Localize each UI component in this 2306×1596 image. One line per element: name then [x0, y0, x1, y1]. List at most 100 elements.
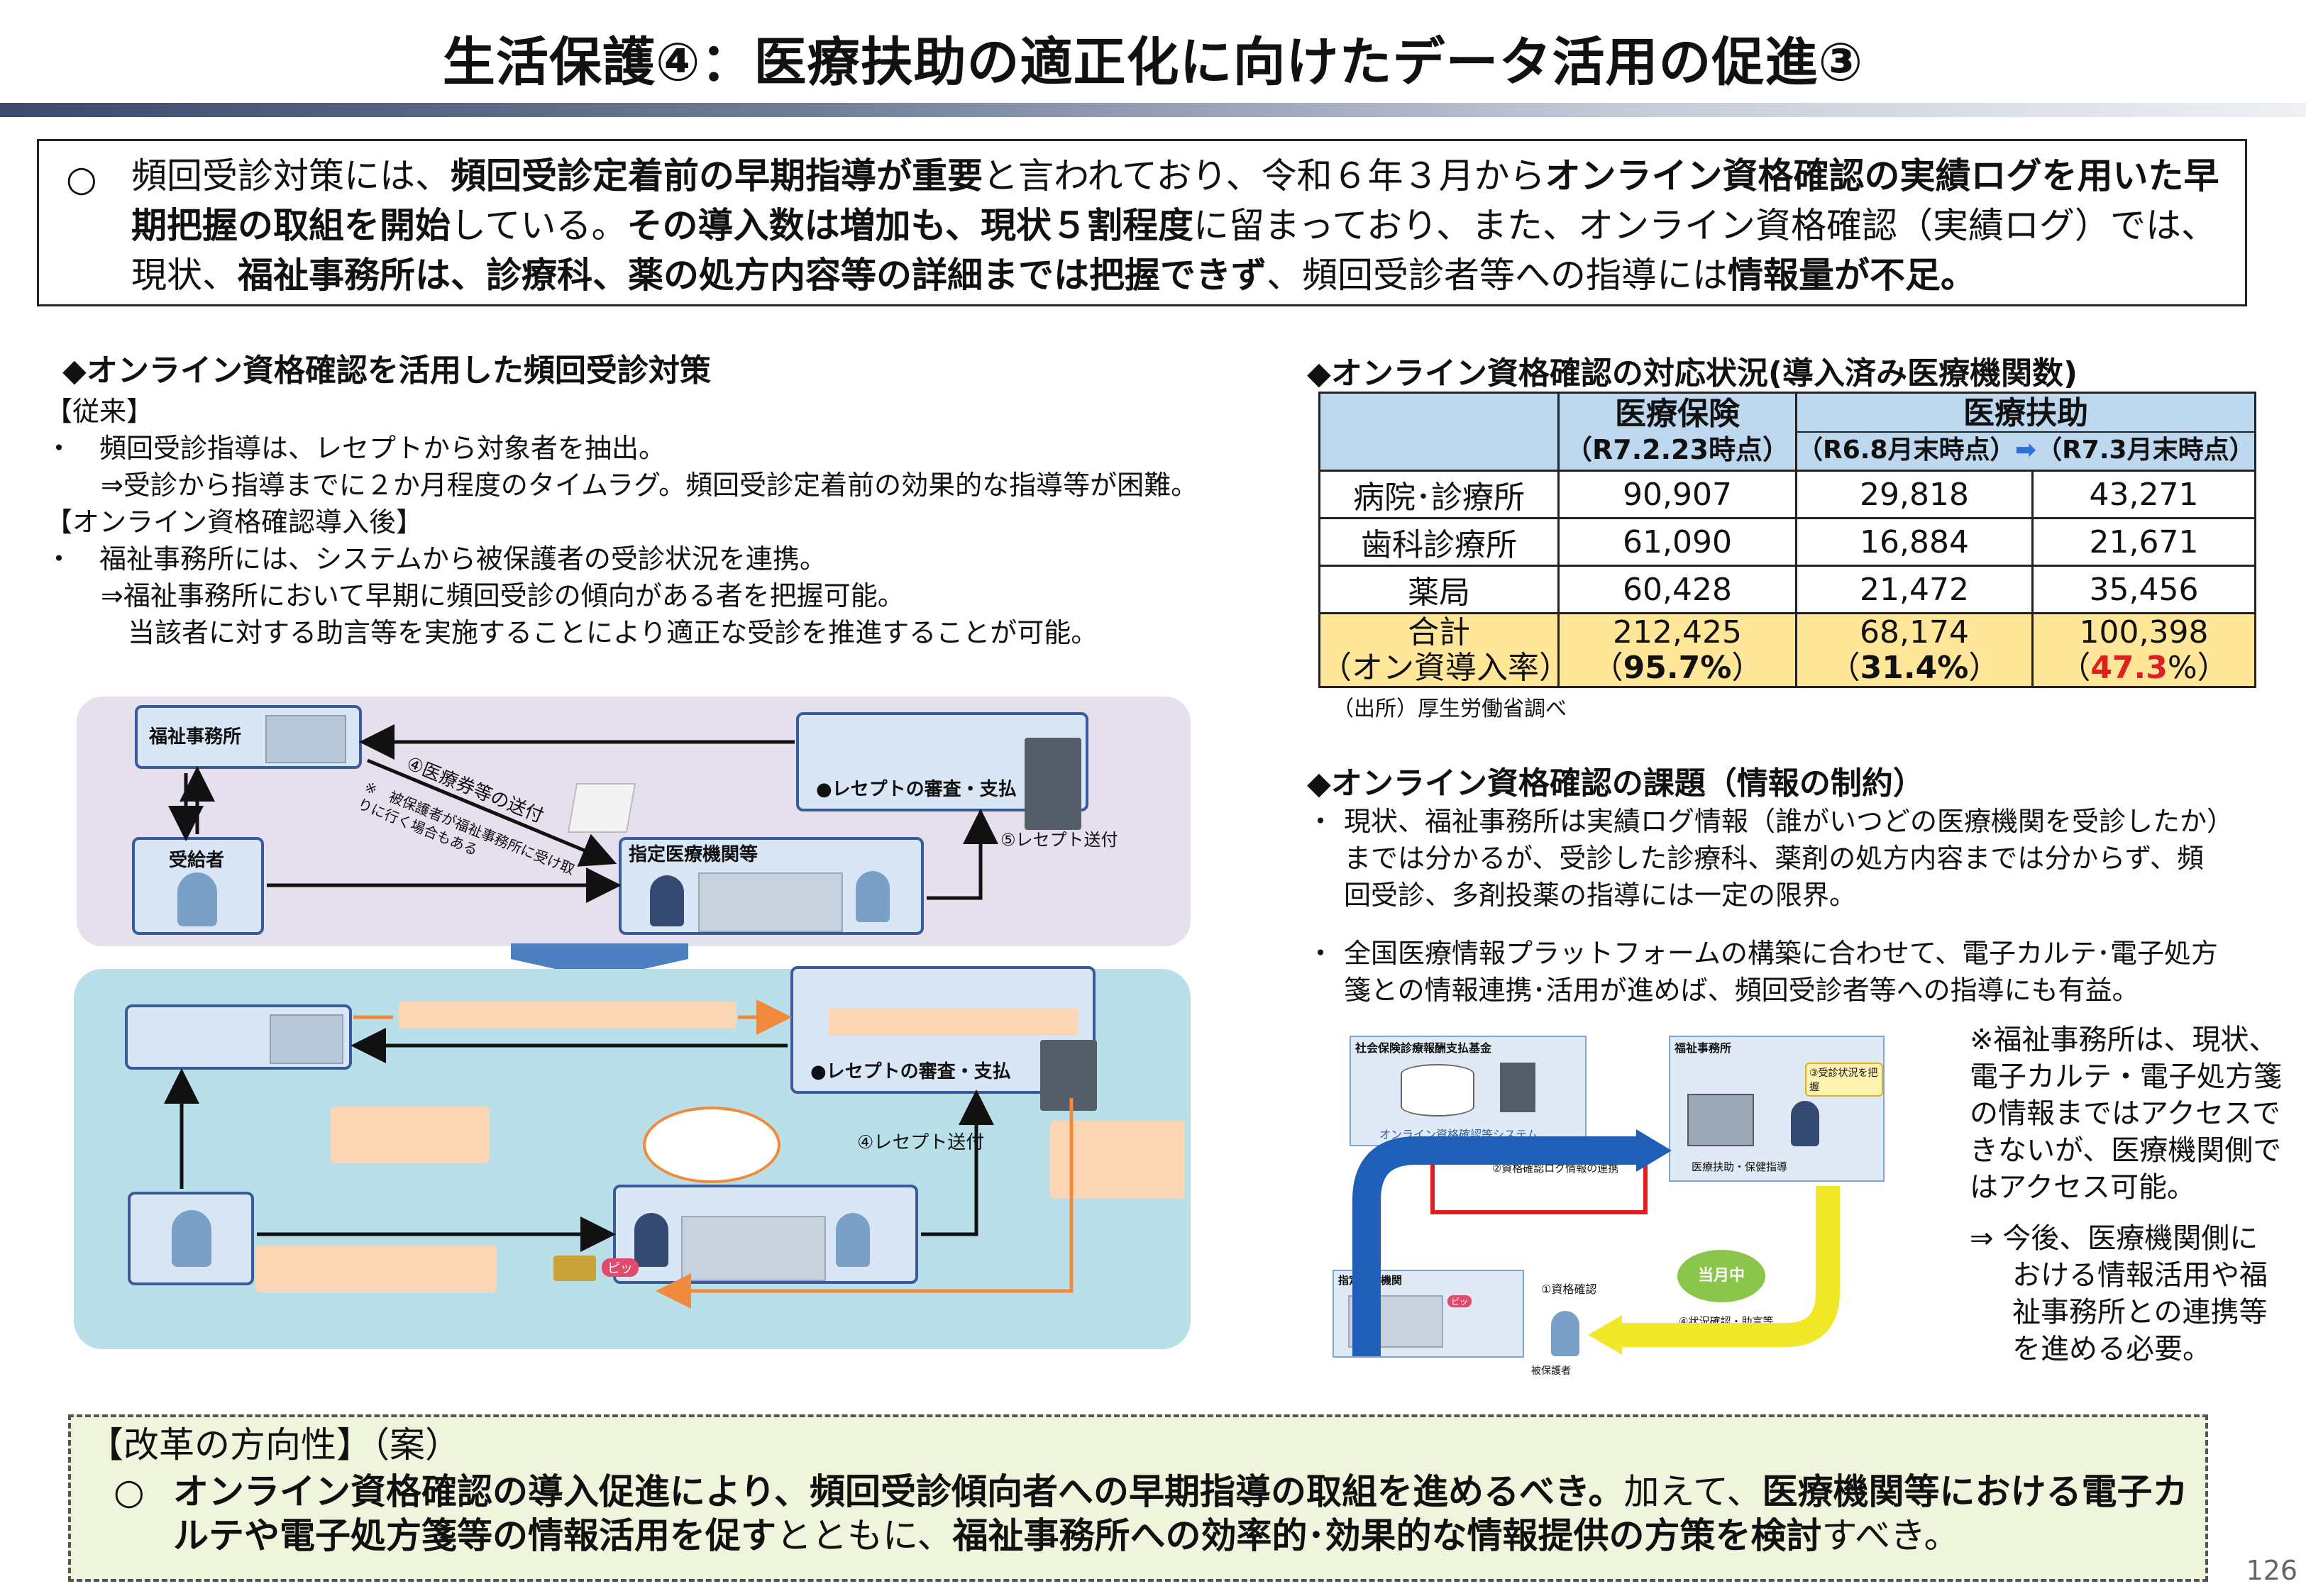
cell-aid-r6: 29,818	[1795, 470, 2034, 519]
review-org-box-2: ●レセプトの審査・支払	[790, 966, 1096, 1094]
fund-box: 社会保険診療報酬支払基金 オンライン資格確認等システム	[1350, 1036, 1587, 1146]
summary-text: 頻回受診対策には、頻回受診定着前の早期指導が重要と言われており、令和６年３月から…	[75, 151, 2224, 300]
total-insurance-value: 212,425	[1613, 614, 1742, 650]
issues-bullet-2: ・ 全国医療情報プラットフォームの構築に合わせて、電子カルテ･電子処方箋との情報…	[1307, 935, 2222, 1009]
medical-institution-box-2	[613, 1185, 918, 1284]
aid-date-1: （R6.8月末時点）	[1797, 435, 2016, 465]
recipient-icon	[1551, 1311, 1579, 1356]
welfare-box: 福祉事務所 ③受診状況を把握 医療扶助・保健指導	[1669, 1036, 1885, 1182]
col-insurance-date: （R7.2.23時点）	[1565, 433, 1789, 465]
table-row: 薬局 60,428 21,472 35,456	[1318, 565, 2256, 614]
step4-receipt-label: ④レセプト送付	[857, 1132, 985, 1153]
issues-bullet-1: ・ 現状、福祉事務所は実績ログ情報（誰がいつどの医療機関を受診したか）までは分か…	[1307, 803, 2222, 914]
cell-insurance: 90,907	[1557, 470, 1797, 519]
left-line: 当該者に対する助言等を実施することにより適正な受診を推進することが可能。	[74, 617, 1098, 648]
pc-label: 医療扶助・保健指導	[1692, 1160, 1788, 1173]
page-number: 126	[2246, 1555, 2297, 1586]
left-text-block: 【従来】 ・ 頻回受診指導は、レセプトから対象者を抽出。 ⇒受診から指導までに２…	[45, 393, 1266, 651]
table-header-row: 医療保険 （R7.2.23時点） 医療扶助 （R6.8月末時点） ➡ （R7.3…	[1318, 392, 2256, 472]
table-heading: ◆オンライン資格確認の対応状況(導入済み医療機関数)	[1307, 355, 2078, 392]
total-label: 合計 （オン資導入率）	[1318, 612, 1570, 688]
reform-part: とともに、	[776, 1515, 953, 1556]
left-heading: ◆オンライン資格確認を活用した頻回受診対策	[62, 353, 711, 389]
next-steps-text: ⇒ 今後、医療機関側における情報活用や福祉事務所との連携等を進める必要。	[1970, 1222, 2268, 1365]
paren: （	[2059, 649, 2091, 686]
summary-part: 、頻回受診者等への指導には	[1267, 255, 1728, 296]
summary-box: ○ 頻回受診対策には、頻回受診定着前の早期指導が重要と言われており、令和６年３月…	[37, 139, 2247, 306]
same-month-badge: 当月中	[1677, 1250, 1765, 1302]
bullet-dot: ・	[1307, 938, 1335, 969]
left-line: 【オンライン資格確認導入後】	[45, 506, 424, 538]
reform-part-bold: 医療機関等における電子カルテや電子処方箋等の情報活用を促す	[173, 1471, 2188, 1556]
medical-institution-label: 指定医療機関等	[629, 844, 758, 865]
aid-date-2: （R7.3月末時点）	[2036, 435, 2255, 465]
doctor-icon	[650, 875, 684, 926]
cell-insurance: 60,428	[1557, 565, 1797, 614]
reform-heading: 【改革の方向性】（案）	[88, 1424, 460, 1465]
total-label-1: 合計	[1408, 614, 1470, 650]
welfare-office-box: 福祉事務所	[135, 705, 362, 769]
database-icon	[1401, 1064, 1474, 1116]
col-aid-header: 医療扶助 （R6.8月末時点） ➡ （R7.3月末時点）	[1795, 392, 2256, 472]
paren: ）	[1731, 649, 1763, 686]
paren: %）	[2167, 649, 2229, 686]
summary-part-bold: その導入数は増加も、現状５割程度	[627, 205, 1194, 246]
table-total-row: 合計 （オン資導入率） 212,425 （95.7%） 68,174 （31.4…	[1318, 612, 2256, 688]
status-table: 医療保険 （R7.2.23時点） 医療扶助 （R6.8月末時点） ➡ （R7.3…	[1318, 392, 2256, 688]
office-building-icon	[270, 1014, 343, 1064]
reform-part: すべき。	[1821, 1515, 1960, 1556]
caseworker-icon	[1791, 1101, 1819, 1146]
server-building-icon	[1025, 738, 1081, 830]
left-line: 【従来】	[45, 396, 154, 427]
recipient-box-2	[128, 1192, 254, 1285]
title-divider	[0, 103, 2306, 117]
reform-part: 加えて、	[1623, 1471, 1762, 1512]
beep-label: ピッ	[1447, 1295, 1472, 1307]
total-aid-r6-value: 68,174	[1860, 614, 1969, 650]
col-aid-dates: （R6.8月末時点） ➡ （R7.3月末時点）	[1797, 431, 2255, 468]
rate-aid-r7: （47.3%）	[2034, 650, 2254, 686]
col-insurance-header: 医療保険 （R7.2.23時点）	[1557, 392, 1797, 472]
person-icon	[177, 872, 217, 926]
summary-part-bold: 情報量が不足。	[1728, 255, 1976, 296]
fund-label: 社会保険診療報酬支払基金	[1355, 1041, 1492, 1055]
cell-insurance: 61,090	[1557, 517, 1797, 567]
log-label: ②資格確認ログ情報の連携	[1491, 1162, 1619, 1175]
bullet-dot: ・	[1307, 806, 1335, 837]
nurse-icon	[856, 871, 890, 922]
row-label: 歯科診療所	[1318, 517, 1560, 567]
col-insurance-label: 医療保険	[1615, 395, 1740, 432]
left-line: ⇒福祉事務所において早期に頻回受診の傾向がある者を把握可能。	[74, 580, 905, 611]
office-building-icon	[265, 715, 346, 763]
flow-arrows	[1352, 1129, 1840, 1356]
welfare-label: 福祉事務所	[1675, 1041, 1732, 1055]
placeholder-box	[255, 1246, 497, 1292]
nurse-icon	[836, 1213, 870, 1267]
server-icon	[1500, 1063, 1535, 1112]
reform-part-bold: オンライン資格確認の導入促進により、頻回受診傾向者への早期指導の取組を進めるべき…	[173, 1471, 1624, 1512]
info-flow-figure: 社会保険診療報酬支払基金 オンライン資格確認等システム 福祉事務所 ③受診状況を…	[1324, 1030, 1963, 1377]
summary-part-bold: 福祉事務所は、診療科、薬の処方内容等の詳細までは把握できず	[238, 255, 1267, 296]
computer-icon	[1687, 1094, 1754, 1146]
reform-bullet: ○	[114, 1471, 145, 1512]
speech-bubble	[643, 1107, 780, 1183]
hospital-building-icon	[681, 1216, 826, 1281]
summary-part-bold: オンライン資格確認の実績ログを用いた早期把握の取組を開始	[131, 155, 2219, 246]
total-aid-r7: 100,398 （47.3%）	[2031, 612, 2256, 688]
right-arrow-icon: ➡	[2014, 435, 2037, 465]
reform-box: 【改革の方向性】（案） ○ オンライン資格確認の導入促進により、頻回受診傾向者へ…	[68, 1414, 2208, 1582]
issues-bullet-2-text: 全国医療情報プラットフォームの構築に合わせて、電子カルテ･電子処方箋との情報連携…	[1344, 938, 2218, 1006]
col-aid-label: 医療扶助	[1963, 394, 2088, 431]
table-row: 歯科診療所 61,090 16,884 21,671	[1318, 517, 2256, 567]
cell-aid-r7: 43,271	[2031, 470, 2256, 519]
summary-part-bold: 頻回受診定着前の早期指導が重要	[451, 155, 983, 196]
recipient-label: 被保護者	[1531, 1365, 1571, 1377]
rate-value: 47.3	[2090, 649, 2168, 686]
server-building-icon	[1040, 1040, 1097, 1111]
person-icon	[172, 1210, 211, 1267]
cell-aid-r7: 35,456	[2031, 565, 2256, 614]
placeholder-bar	[829, 1009, 1078, 1036]
paren: ）	[1968, 649, 2000, 686]
